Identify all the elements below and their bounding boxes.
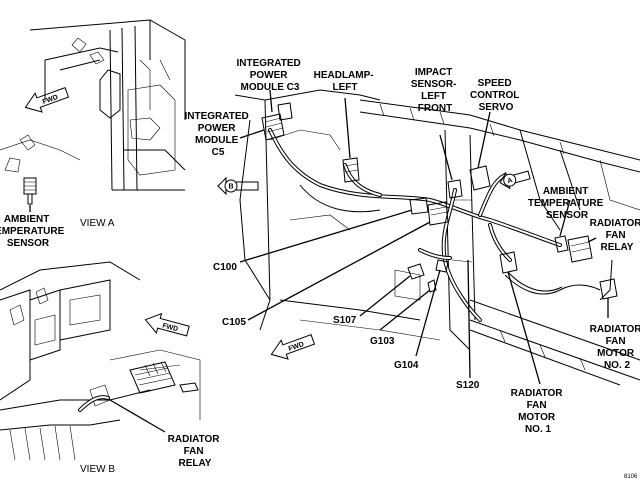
- fwd-arrow-view-b: FWD: [144, 312, 190, 337]
- fwd-arrow-main: FWD: [270, 334, 316, 360]
- view-a-marker: A: [499, 170, 531, 190]
- radiator-fan-relay-label: RADIATOR FAN RELAY: [590, 218, 640, 253]
- c100-label: C100: [213, 262, 237, 273]
- headlamp-left-label: HEADLAMP- LEFT: [314, 70, 377, 93]
- radiator-fan-motor-no1-label: RADIATOR FAN MOTOR NO. 1: [511, 388, 566, 435]
- view-b-marker: B: [217, 176, 259, 196]
- main-view-structure: [234, 89, 640, 386]
- radiator-fan-motor-no2-label: RADIATOR FAN MOTOR NO. 2: [590, 324, 640, 371]
- main-view-components: [261, 102, 618, 300]
- integrated-power-module-c3-label: INTEGRATED POWER MODULE C3: [236, 58, 303, 93]
- speed-control-servo-label: SPEED CONTROL SERVO: [470, 78, 522, 113]
- radiator-fan-relay-view-b-label: RADIATOR FAN RELAY: [168, 434, 223, 469]
- integrated-power-module-c5-label: INTEGRATED POWER MODULE C5: [184, 111, 251, 158]
- view-b-caption: VIEW B: [80, 464, 115, 475]
- g103-label: G103: [370, 336, 395, 347]
- c105-label: C105: [222, 317, 246, 328]
- view-b-inset: [0, 261, 201, 461]
- s120-label: S120: [456, 380, 480, 391]
- impact-sensor-left-front-label: IMPACT SENSOR- LEFT FRONT: [411, 67, 459, 114]
- fwd-arrow-view-a: FWD: [24, 87, 70, 113]
- view-a-marker-letter: A: [507, 177, 514, 185]
- g104-label: G104: [394, 360, 419, 371]
- figure-id: 8106: [624, 474, 638, 480]
- s107-label: S107: [333, 315, 357, 326]
- ambient-temperature-sensor-view-a-label: AMBIENT TEMPERATURE SENSOR: [0, 214, 67, 249]
- view-b-marker-letter: B: [229, 184, 234, 191]
- view-a-inset: [0, 19, 186, 212]
- leader-lines: [239, 89, 609, 385]
- fwd-arrow-label: FWD: [162, 322, 179, 333]
- ambient-temperature-sensor-label: AMBIENT TEMPERATURE SENSOR: [528, 186, 606, 221]
- wiring-harness: [268, 128, 601, 322]
- view-a-caption: VIEW A: [80, 218, 115, 229]
